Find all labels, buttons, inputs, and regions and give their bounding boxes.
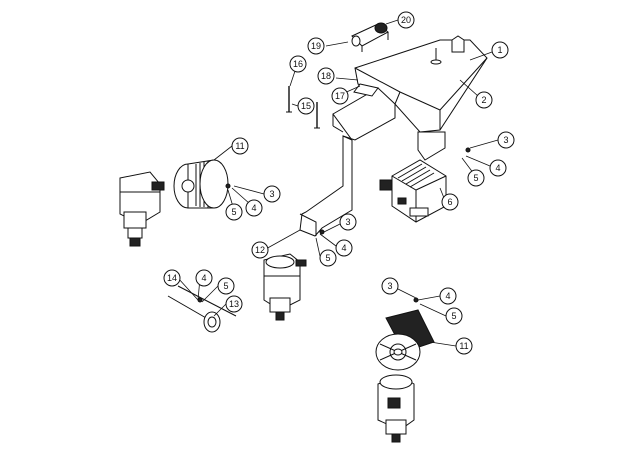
callout-label: 12 <box>255 245 265 255</box>
callout-label: 11 <box>459 341 468 351</box>
callout-label: 20 <box>401 15 411 25</box>
callout-5: 5 <box>467 169 485 187</box>
callout-4: 4 <box>489 159 507 177</box>
callout-11: 11 <box>455 337 473 355</box>
callout-label: 4 <box>495 163 500 173</box>
callout-13: 13 <box>225 295 243 313</box>
callout-label: 3 <box>387 281 392 291</box>
callout-label: 14 <box>167 273 177 283</box>
callout-label: 5 <box>451 311 456 321</box>
callout-label: 5 <box>473 173 478 183</box>
callout-label: 15 <box>301 101 311 111</box>
callout-label: 4 <box>445 291 450 301</box>
callout-4: 4 <box>439 287 457 305</box>
callout-14: 14 <box>163 269 181 287</box>
studs <box>286 86 320 129</box>
callout-3: 3 <box>381 277 399 295</box>
callout-2: 2 <box>475 91 493 109</box>
callout-5: 5 <box>217 277 235 295</box>
leader-lines <box>177 19 499 347</box>
callout-label: 2 <box>481 95 486 105</box>
callout-label: 11 <box>235 141 244 151</box>
hardware-dots <box>197 147 471 303</box>
callout-label: 5 <box>223 281 228 291</box>
callout-label: 13 <box>229 299 239 309</box>
callout-label: 1 <box>497 45 502 55</box>
callout-19: 19 <box>307 37 325 55</box>
callout-4: 4 <box>195 269 213 287</box>
callout-6: 6 <box>441 193 459 211</box>
drum-11-left <box>173 159 229 209</box>
callout-label: 5 <box>231 207 236 217</box>
callout-label: 6 <box>447 197 452 207</box>
callout-label: 17 <box>335 91 345 101</box>
callout-5: 5 <box>319 249 337 267</box>
gearbox-right <box>377 374 415 443</box>
callout-label: 3 <box>345 217 350 227</box>
callout-1: 1 <box>491 41 509 59</box>
callout-12: 12 <box>251 241 269 259</box>
motor-part-6 <box>379 159 447 223</box>
callout-label: 5 <box>325 253 330 263</box>
callout-label: 3 <box>503 135 508 145</box>
callout-5: 5 <box>445 307 463 325</box>
callout-label: 19 <box>311 41 321 51</box>
callout-20: 20 <box>397 11 415 29</box>
part-20-fitting <box>351 22 389 52</box>
callout-3: 3 <box>339 213 357 231</box>
callout-label: 3 <box>269 189 274 199</box>
callout-15: 15 <box>297 97 315 115</box>
callout-label: 4 <box>341 243 346 253</box>
deck-frame <box>354 35 488 161</box>
callout-17: 17 <box>331 87 349 105</box>
callout-label: 16 <box>293 59 303 69</box>
callout-16: 16 <box>289 55 307 73</box>
callout-label: 4 <box>201 273 206 283</box>
gearbox-left <box>119 171 165 247</box>
callout-4: 4 <box>245 199 263 217</box>
callout-4: 4 <box>335 239 353 257</box>
callout-label: 4 <box>251 203 256 213</box>
callout-3: 3 <box>497 131 515 149</box>
shaft-tube <box>167 285 237 333</box>
drum-11-right <box>375 309 435 371</box>
callout-11: 11 <box>231 137 249 155</box>
callout-5: 5 <box>225 203 243 221</box>
callout-18: 18 <box>317 67 335 85</box>
callout-label: 18 <box>321 71 331 81</box>
gearbox-middle <box>263 253 307 321</box>
callout-3: 3 <box>263 185 281 203</box>
